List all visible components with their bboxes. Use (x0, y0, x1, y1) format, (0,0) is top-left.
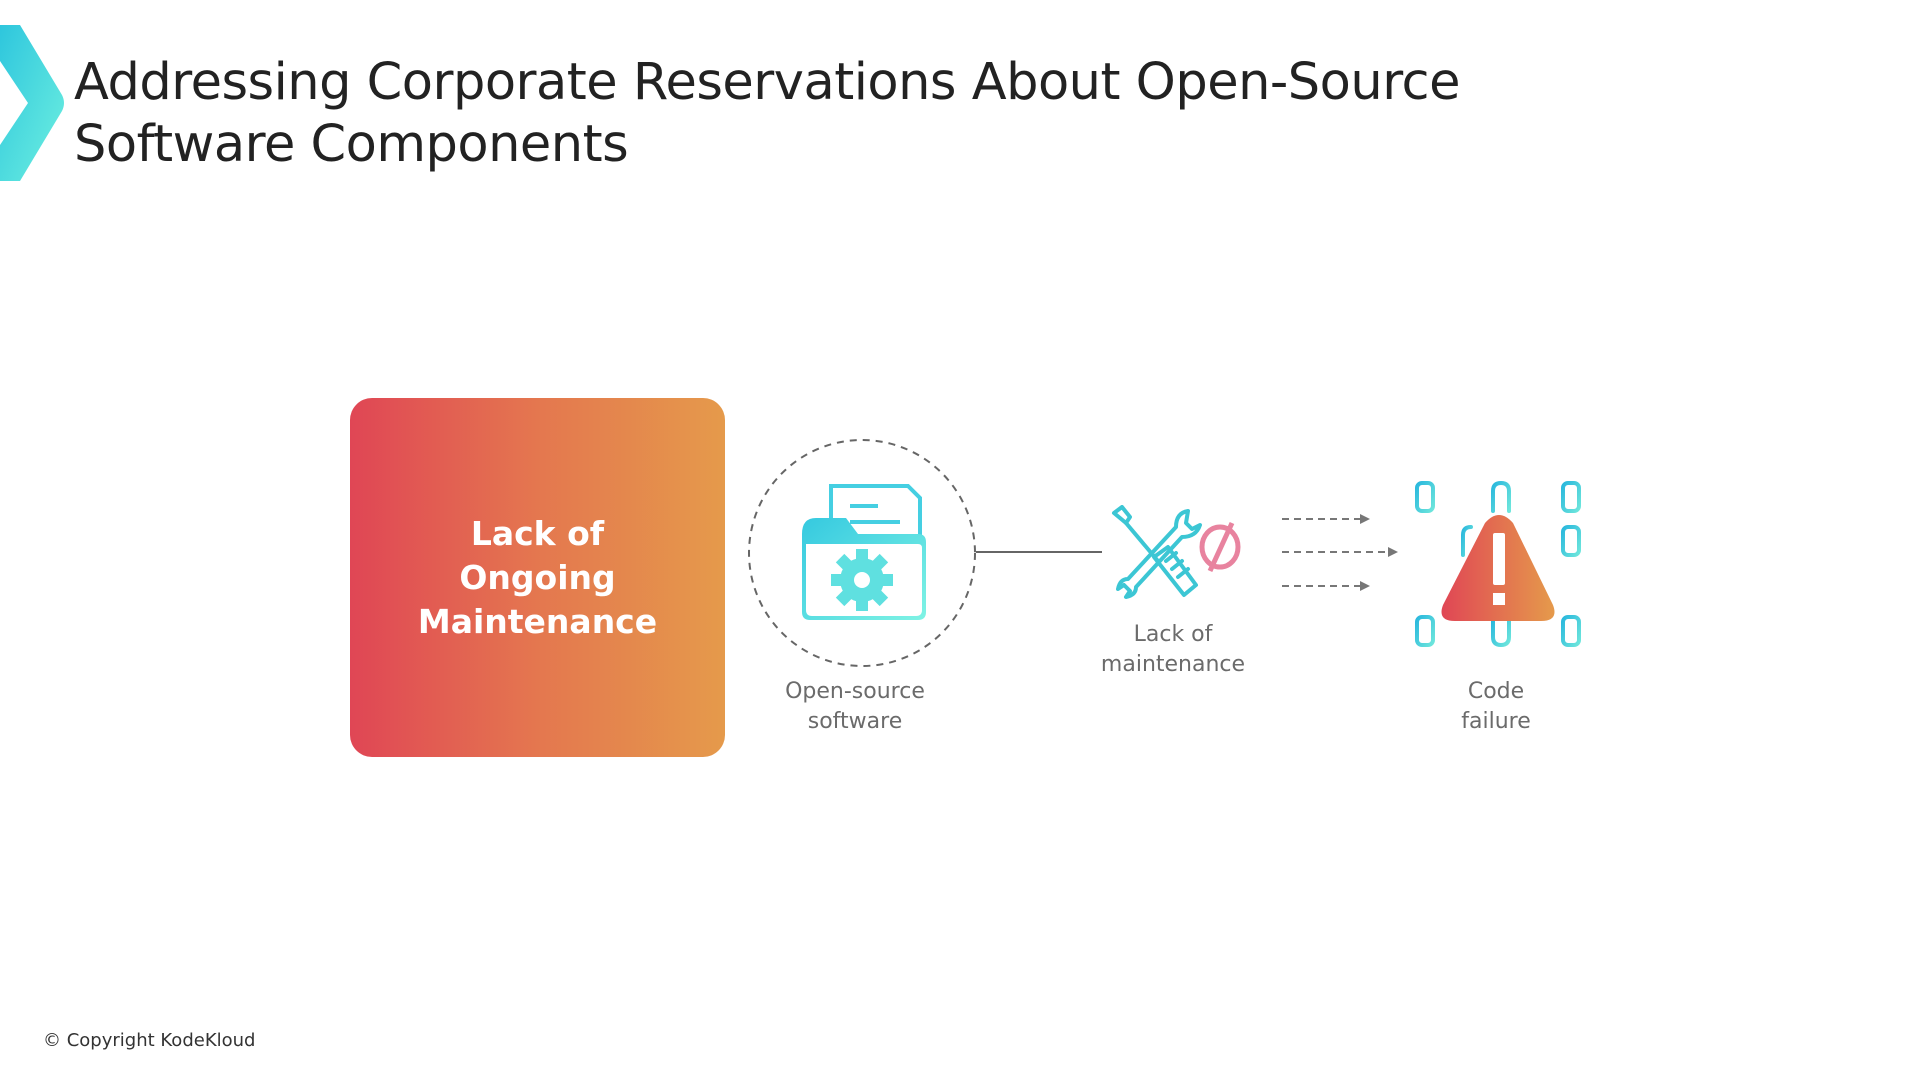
box-line: Lack of (470, 513, 605, 553)
label-line: Lack of (1133, 622, 1213, 647)
dashed-circle (748, 439, 976, 667)
folder-gear-icon (802, 484, 926, 620)
binary-warning-icon (1415, 480, 1581, 648)
label-line: Code (1467, 679, 1525, 704)
node-label-code-failure: Code failure (1376, 677, 1616, 737)
dashed-arrows (1282, 514, 1398, 591)
label-line: failure (1461, 709, 1531, 734)
highlight-box: Lack of Ongoing Maintenance (350, 398, 725, 757)
node-label-open-source: Open-source software (735, 677, 975, 737)
box-line: Maintenance (417, 601, 658, 641)
label-line: software (807, 709, 903, 734)
node-label-lack-of-maintenance: Lack of maintenance (1053, 620, 1293, 680)
title-line-2: Software Components (74, 115, 629, 174)
brand-chevron-icon (0, 25, 64, 181)
page-title: Addressing Corporate Reservations About … (74, 52, 1460, 176)
label-line: Open-source (785, 679, 925, 704)
copyright-text: © Copyright KodeKloud (43, 1030, 256, 1051)
title-line-1: Addressing Corporate Reservations About … (74, 53, 1460, 112)
tools-prohibited-icon (1112, 505, 1241, 599)
box-line: Ongoing (459, 557, 616, 597)
label-line: maintenance (1100, 652, 1246, 677)
